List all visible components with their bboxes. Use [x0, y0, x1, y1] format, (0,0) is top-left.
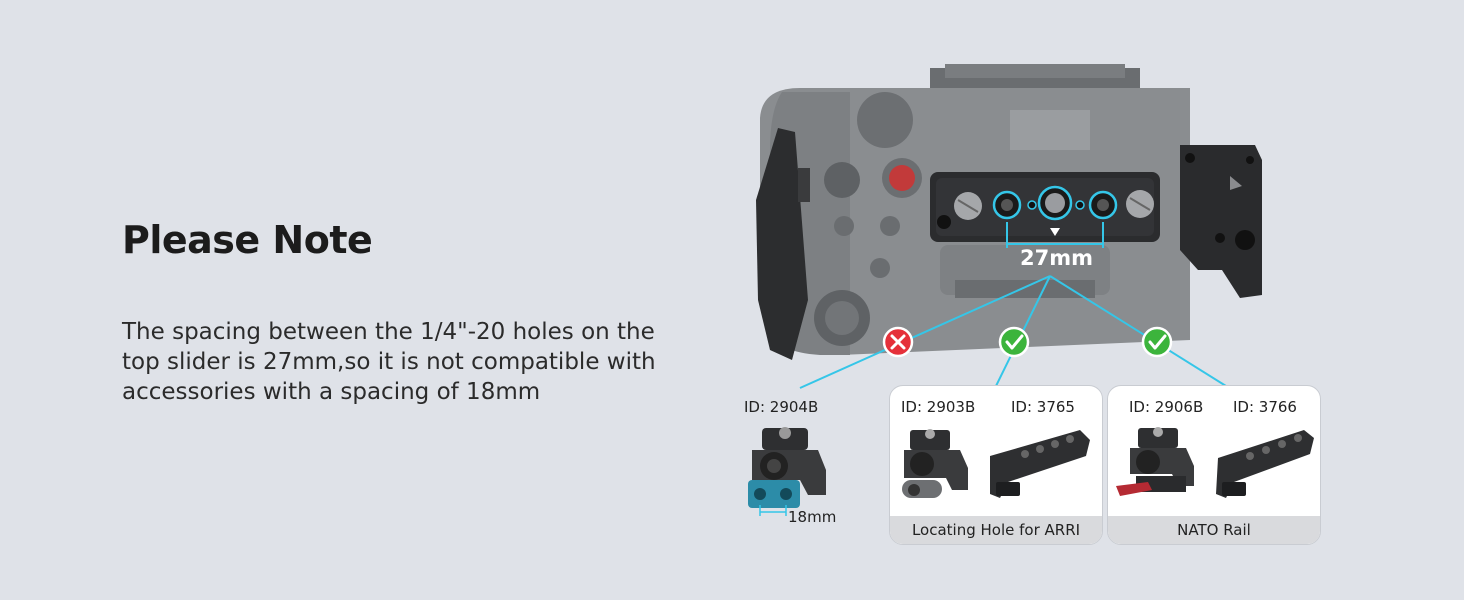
card-footer: Locating Hole for ARRI [890, 516, 1102, 544]
mount-2906b [1116, 427, 1194, 496]
top-slider-plate [930, 172, 1160, 248]
spacing-18mm-label: 18mm [788, 508, 837, 526]
id-2904b-label: ID: 2904B [744, 398, 819, 416]
card-footer: NATO Rail [1108, 516, 1320, 544]
compatible-card-arri: ID: 2903B ID: 3765 Locating Hole for ARR… [889, 385, 1103, 545]
product-images [1116, 427, 1314, 498]
green-check-icon [998, 326, 1030, 358]
spacing-27mm-label: 27mm [1020, 246, 1093, 270]
compatible-card-nato: ID: 2906B ID: 3766 NATO Rail [1107, 385, 1321, 545]
product-images [902, 429, 1090, 498]
card-id-label: ID: 2903B [901, 398, 976, 416]
side-grip [756, 128, 810, 360]
red-x-icon [882, 326, 914, 358]
card-id-label: ID: 3766 [1233, 398, 1297, 416]
top-handle-3766 [1216, 430, 1314, 498]
card-id-label: ID: 3765 [1011, 398, 1075, 416]
green-check-icon [1141, 326, 1173, 358]
note-title: Please Note [122, 218, 373, 262]
cage-side-plate [1180, 145, 1262, 298]
monitor-mount-2904b [748, 427, 826, 516]
top-handle-3765 [990, 430, 1090, 498]
mount-2903b [902, 429, 968, 498]
note-body: The spacing between the 1/4"-20 holes on… [122, 319, 656, 405]
card-id-label: ID: 2906B [1129, 398, 1204, 416]
